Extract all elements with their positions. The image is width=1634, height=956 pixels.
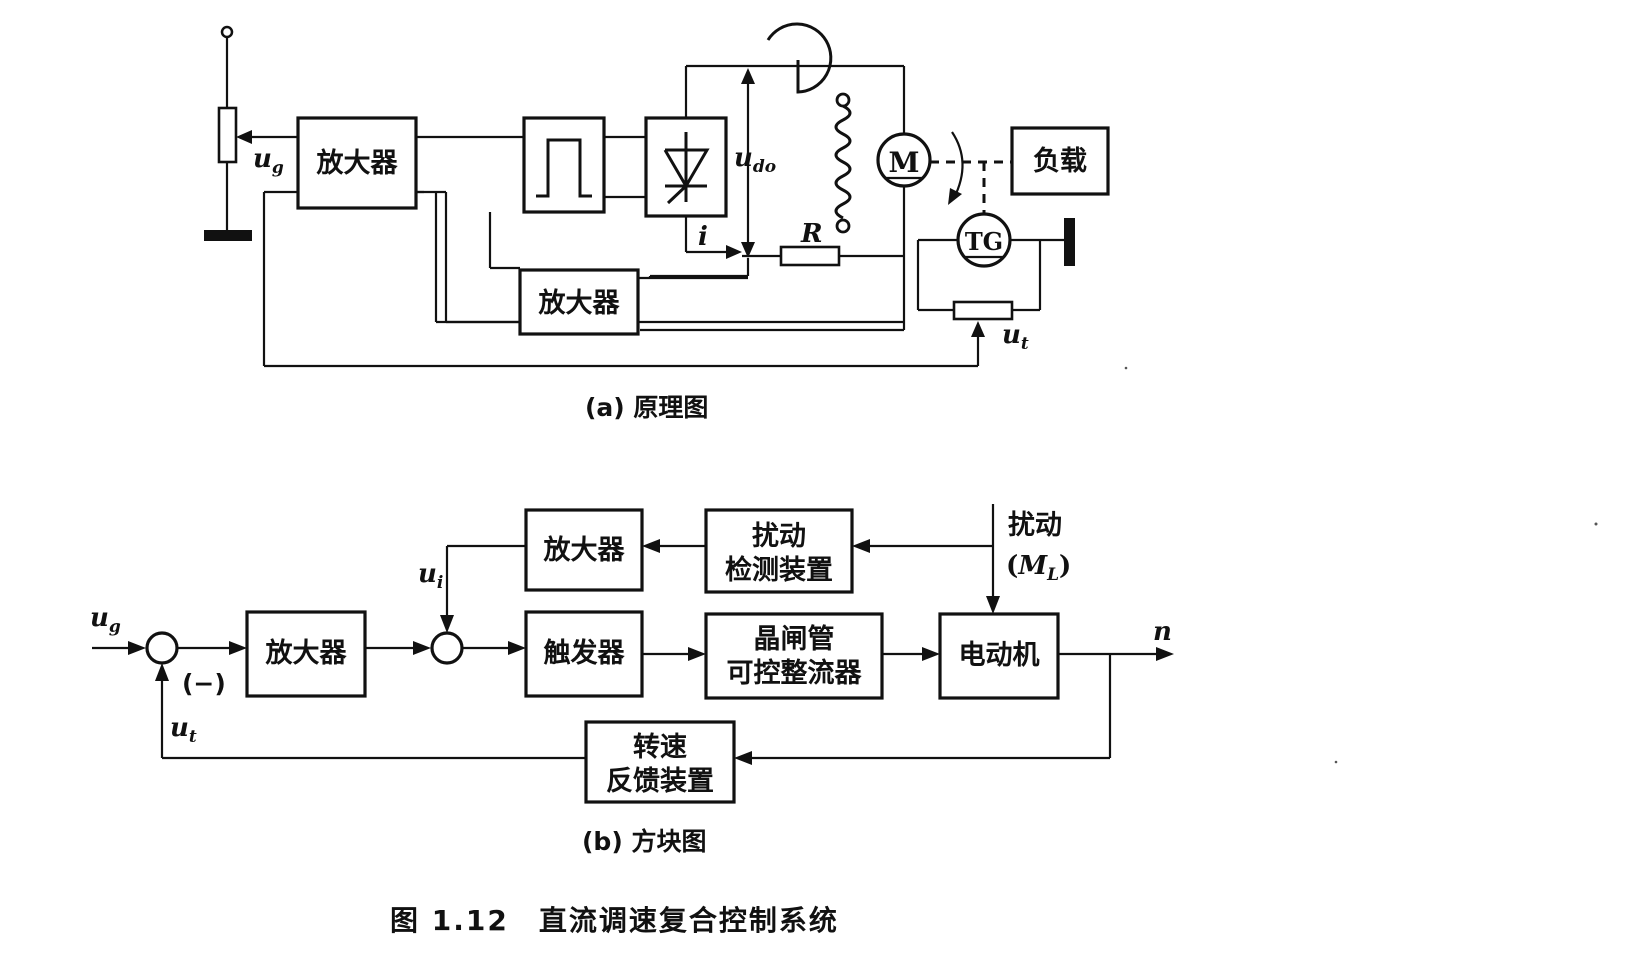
scan-dot — [1334, 760, 1338, 764]
load-box: 负载 — [1010, 126, 1110, 196]
block-trigger: 触发器 — [524, 610, 644, 698]
thyristor-rectifier-box — [644, 116, 728, 218]
figure-caption: 图 1.12 直流调速复合控制系统 — [390, 904, 839, 937]
detector-line1: 扰动 — [752, 521, 806, 552]
block-amplifier-disturbance-label: 放大器 — [543, 534, 626, 566]
tachogenerator-tg: TG — [956, 212, 1012, 268]
block-amplifier-disturbance: 放大器 — [524, 508, 644, 592]
disturbance-ml-label: (ML) — [1006, 551, 1071, 585]
tg-ground-bar — [1064, 218, 1075, 266]
detector-line2: 检测装置 — [725, 554, 833, 586]
rectifier-line1: 晶闸管 — [754, 624, 835, 655]
amplifier-box-main: 放大器 — [296, 116, 418, 210]
disturbance-label: 扰动 — [1008, 510, 1062, 541]
scan-dot — [1594, 522, 1598, 526]
reference-potentiometer — [204, 25, 252, 241]
resistor-r: R — [742, 219, 904, 267]
u-g-input-label: ug — [90, 603, 121, 637]
block-amplifier-main: 放大器 — [245, 610, 367, 698]
rectifier-line2: 可控整流器 — [727, 658, 863, 689]
feedback-line2: 反馈装置 — [606, 766, 714, 797]
u-i-label: ui — [418, 559, 443, 593]
ground-bar — [204, 230, 252, 241]
block-motor: 电动机 — [938, 612, 1060, 700]
block-trigger-label: 触发器 — [544, 637, 626, 669]
u-do-label: udo — [734, 143, 776, 177]
field-winding — [766, 22, 852, 234]
current-i-label: i — [698, 222, 708, 252]
motor-m-label: M — [889, 146, 920, 179]
block-rectifier: 晶闸管 可控整流器 — [704, 612, 884, 700]
summing-junction-1 — [145, 631, 179, 665]
amplifier-current-label: 放大器 — [538, 287, 621, 319]
block-diagram: ug (−) 放大器 ui 放大器 扰动 — [90, 504, 1174, 856]
caption-a: (a) 原理图 — [585, 393, 708, 422]
scan-dot — [1124, 366, 1128, 370]
schematic-diagram: 放大器 ug udo — [204, 22, 1110, 422]
output-n-label: n — [1153, 617, 1172, 647]
block-amplifier-main-label: 放大器 — [265, 637, 348, 669]
caption-b: (b) 方块图 — [582, 827, 706, 856]
u-t-label-b: ut — [170, 713, 197, 747]
block-speed-feedback: 转速 反馈装置 — [584, 720, 736, 804]
amplifier-box-current: 放大器 — [518, 268, 640, 336]
block-disturbance-detector: 扰动 检测装置 — [704, 508, 854, 594]
feedback-line1: 转速 — [633, 732, 687, 763]
minus-sign-label: (−) — [182, 669, 226, 698]
amplifier-label: 放大器 — [316, 147, 399, 179]
summing-junction-2 — [430, 631, 464, 665]
motor-m: M — [876, 132, 932, 188]
pulse-trigger-box — [522, 116, 606, 214]
resistor-r-label: R — [800, 219, 823, 249]
u-g-label: ug — [253, 144, 284, 178]
block-motor-label: 电动机 — [959, 640, 1040, 671]
load-label: 负载 — [1033, 146, 1087, 177]
tg-label: TG — [965, 227, 1003, 256]
u-t-label-a: ut — [1002, 320, 1029, 354]
